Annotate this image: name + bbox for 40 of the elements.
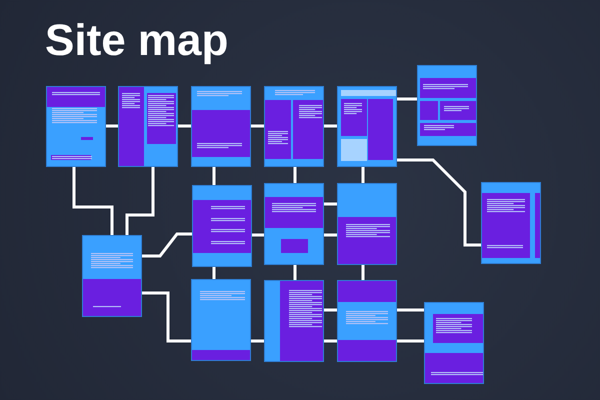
connector-line: [251, 124, 264, 128]
page-thumbnail: [337, 183, 397, 265]
connector-line: [362, 265, 364, 280]
page-thumbnail: [337, 86, 397, 167]
connector-line: [212, 167, 216, 185]
page-thumbnail: [424, 302, 484, 384]
connector-line: [397, 158, 481, 246]
connector-line: [397, 340, 424, 342]
connector-line: [72, 167, 114, 235]
page-thumbnail: [264, 280, 324, 362]
connector-line: [212, 267, 216, 279]
connector-line: [324, 202, 337, 206]
page-thumbnail: [481, 182, 541, 264]
connector-line: [178, 124, 191, 128]
page-thumbnail: [191, 279, 251, 361]
page-thumbnail: [192, 185, 252, 267]
connector-line: [294, 265, 296, 280]
page-thumbnail: [118, 86, 178, 167]
connector-line: [142, 232, 192, 258]
page-thumbnail: [417, 65, 477, 146]
connector-line: [106, 124, 118, 128]
page-thumbnail: [191, 86, 251, 167]
connector-line: [324, 234, 337, 236]
connector-line: [142, 292, 191, 342]
connector-line: [126, 167, 154, 235]
connector-line: [251, 340, 264, 342]
connector-line: [294, 167, 296, 183]
connector-line: [324, 340, 337, 342]
title: Site map: [45, 15, 228, 67]
connector-line: [362, 167, 364, 183]
connector-line: [397, 98, 417, 100]
connector-line: [397, 308, 424, 312]
page-thumbnail: [46, 86, 106, 167]
page-thumbnail: [264, 86, 324, 167]
page-thumbnail: [337, 280, 397, 362]
connector-line: [324, 308, 337, 312]
connector-line: [324, 124, 337, 128]
connector-line: [252, 234, 264, 236]
page-thumbnail: [82, 235, 142, 317]
page-thumbnail: [264, 183, 324, 265]
